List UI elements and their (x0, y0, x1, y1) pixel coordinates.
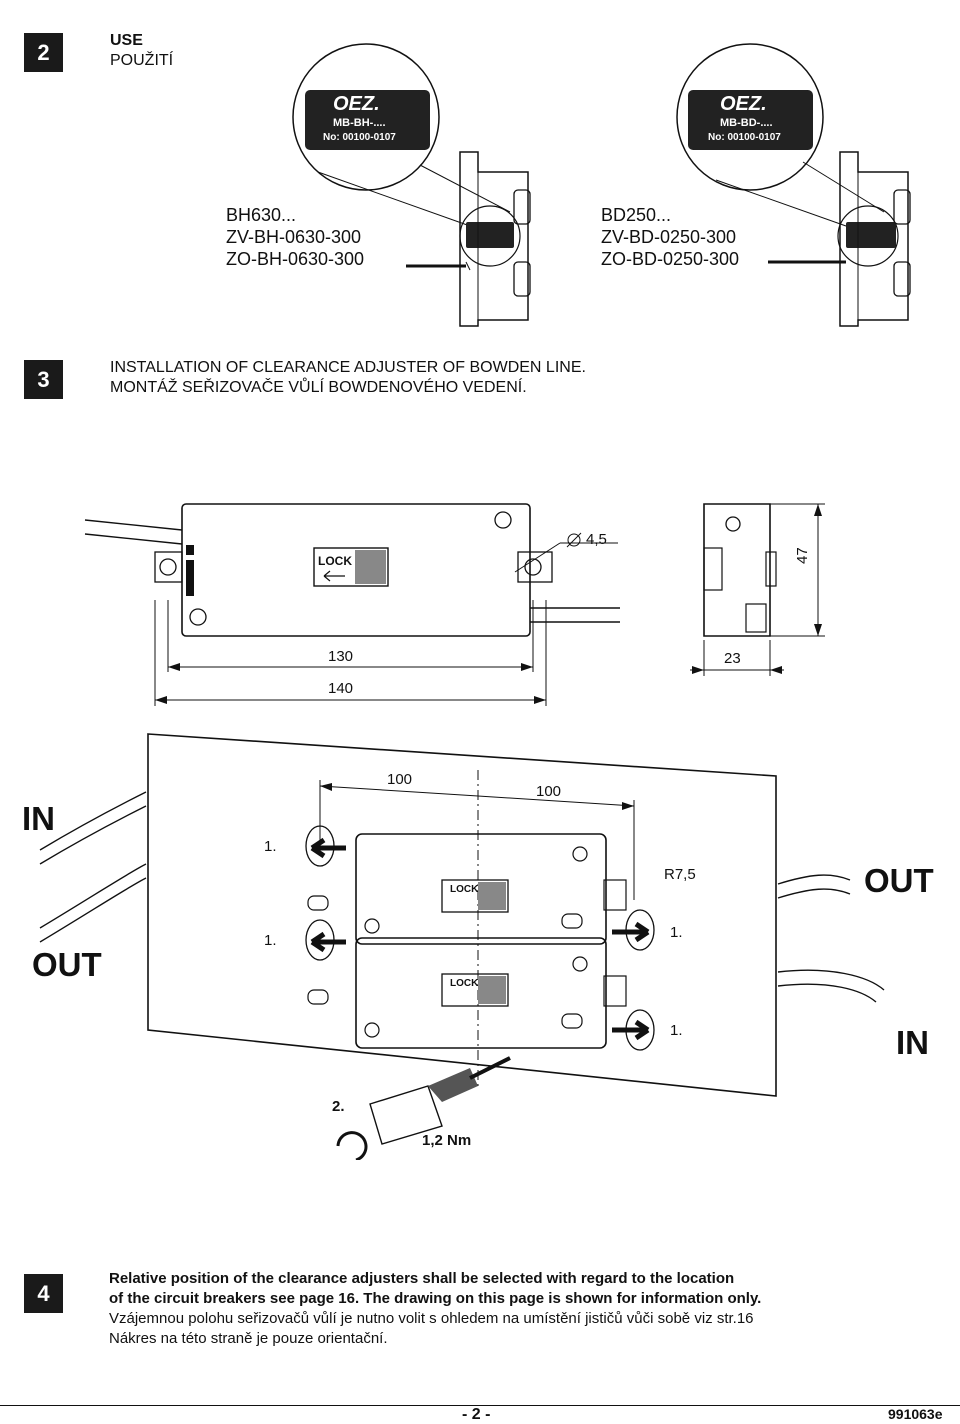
note-en-line-2: of the circuit breakers see page 16. The… (109, 1290, 762, 1307)
oez-logo-right: OEZ. (720, 93, 767, 115)
dim-130: 130 (328, 648, 354, 665)
label-in-right: IN (896, 1024, 929, 1061)
dim-47: 47 (794, 547, 811, 564)
oez-logo-left: OEZ. (333, 93, 380, 115)
label-model-left: MB-BH-.... (333, 117, 386, 129)
footer-rule (0, 1405, 960, 1406)
label-out-left: OUT (32, 946, 102, 983)
step-1-lower-left: 1. (264, 932, 277, 949)
right-model-2: ZV-BD-0250-300 (601, 227, 737, 247)
document-code: 991063e (888, 1406, 943, 1422)
page-number: - 2 - (462, 1406, 491, 1423)
lock-text-upper: LOCK (450, 884, 479, 895)
dim-r75: R7,5 (664, 866, 696, 883)
left-model-1: BH630... (226, 205, 297, 225)
step-1-upper-left: 1. (264, 838, 277, 855)
section-2-drawing (292, 43, 911, 327)
section-2-title-en: USE (110, 32, 143, 49)
step-1-lower-right: 1. (670, 1022, 683, 1039)
note-en-line-1: Relative position of the clearance adjus… (109, 1270, 735, 1287)
right-model-1: BD250... (601, 205, 672, 225)
left-model-2: ZV-BH-0630-300 (226, 227, 362, 247)
step-1-upper-right: 1. (670, 924, 683, 941)
label-out-right: OUT (864, 862, 934, 899)
label-model-right: MB-BD-.... (720, 117, 773, 129)
label-serial-right: No: 00100-0107 (708, 132, 781, 143)
step-number-4: 4 (24, 1274, 63, 1313)
left-model-3: ZO-BH-0630-300 (226, 249, 365, 269)
dim-hole-diameter: 4,5 (586, 531, 607, 548)
adjuster-dimension-drawing (39, 503, 885, 1160)
section-3-title-en: INSTALLATION OF CLEARANCE ADJUSTER OF BO… (110, 359, 586, 376)
dim-23: 23 (724, 650, 741, 667)
step-number-2: 2 (24, 33, 63, 72)
lock-text-main: LOCK (318, 554, 352, 568)
right-model-3: ZO-BD-0250-300 (601, 249, 740, 269)
section-3-title-cz: MONTÁŽ SEŘIZOVAČE VŮLÍ BOWDENOVÉHO VEDEN… (110, 379, 527, 396)
torque-value: 1,2 Nm (422, 1132, 472, 1149)
note-cz-line-2: Nákres na této straně je pouze orientačn… (109, 1330, 388, 1347)
dim-100-left: 100 (387, 771, 413, 788)
dim-100-right: 100 (536, 783, 562, 800)
label-serial-left: No: 00100-0107 (323, 132, 396, 143)
step-2: 2. (332, 1098, 345, 1115)
note-cz-line-1: Vzájemnou polohu seřizovačů vůlí je nutn… (109, 1310, 754, 1327)
step-number-3: 3 (24, 360, 63, 399)
label-in-left: IN (22, 800, 55, 837)
lock-text-lower: LOCK (450, 978, 479, 989)
section-2-title-cz: POUŽITÍ (110, 52, 174, 69)
dim-140: 140 (328, 680, 354, 697)
